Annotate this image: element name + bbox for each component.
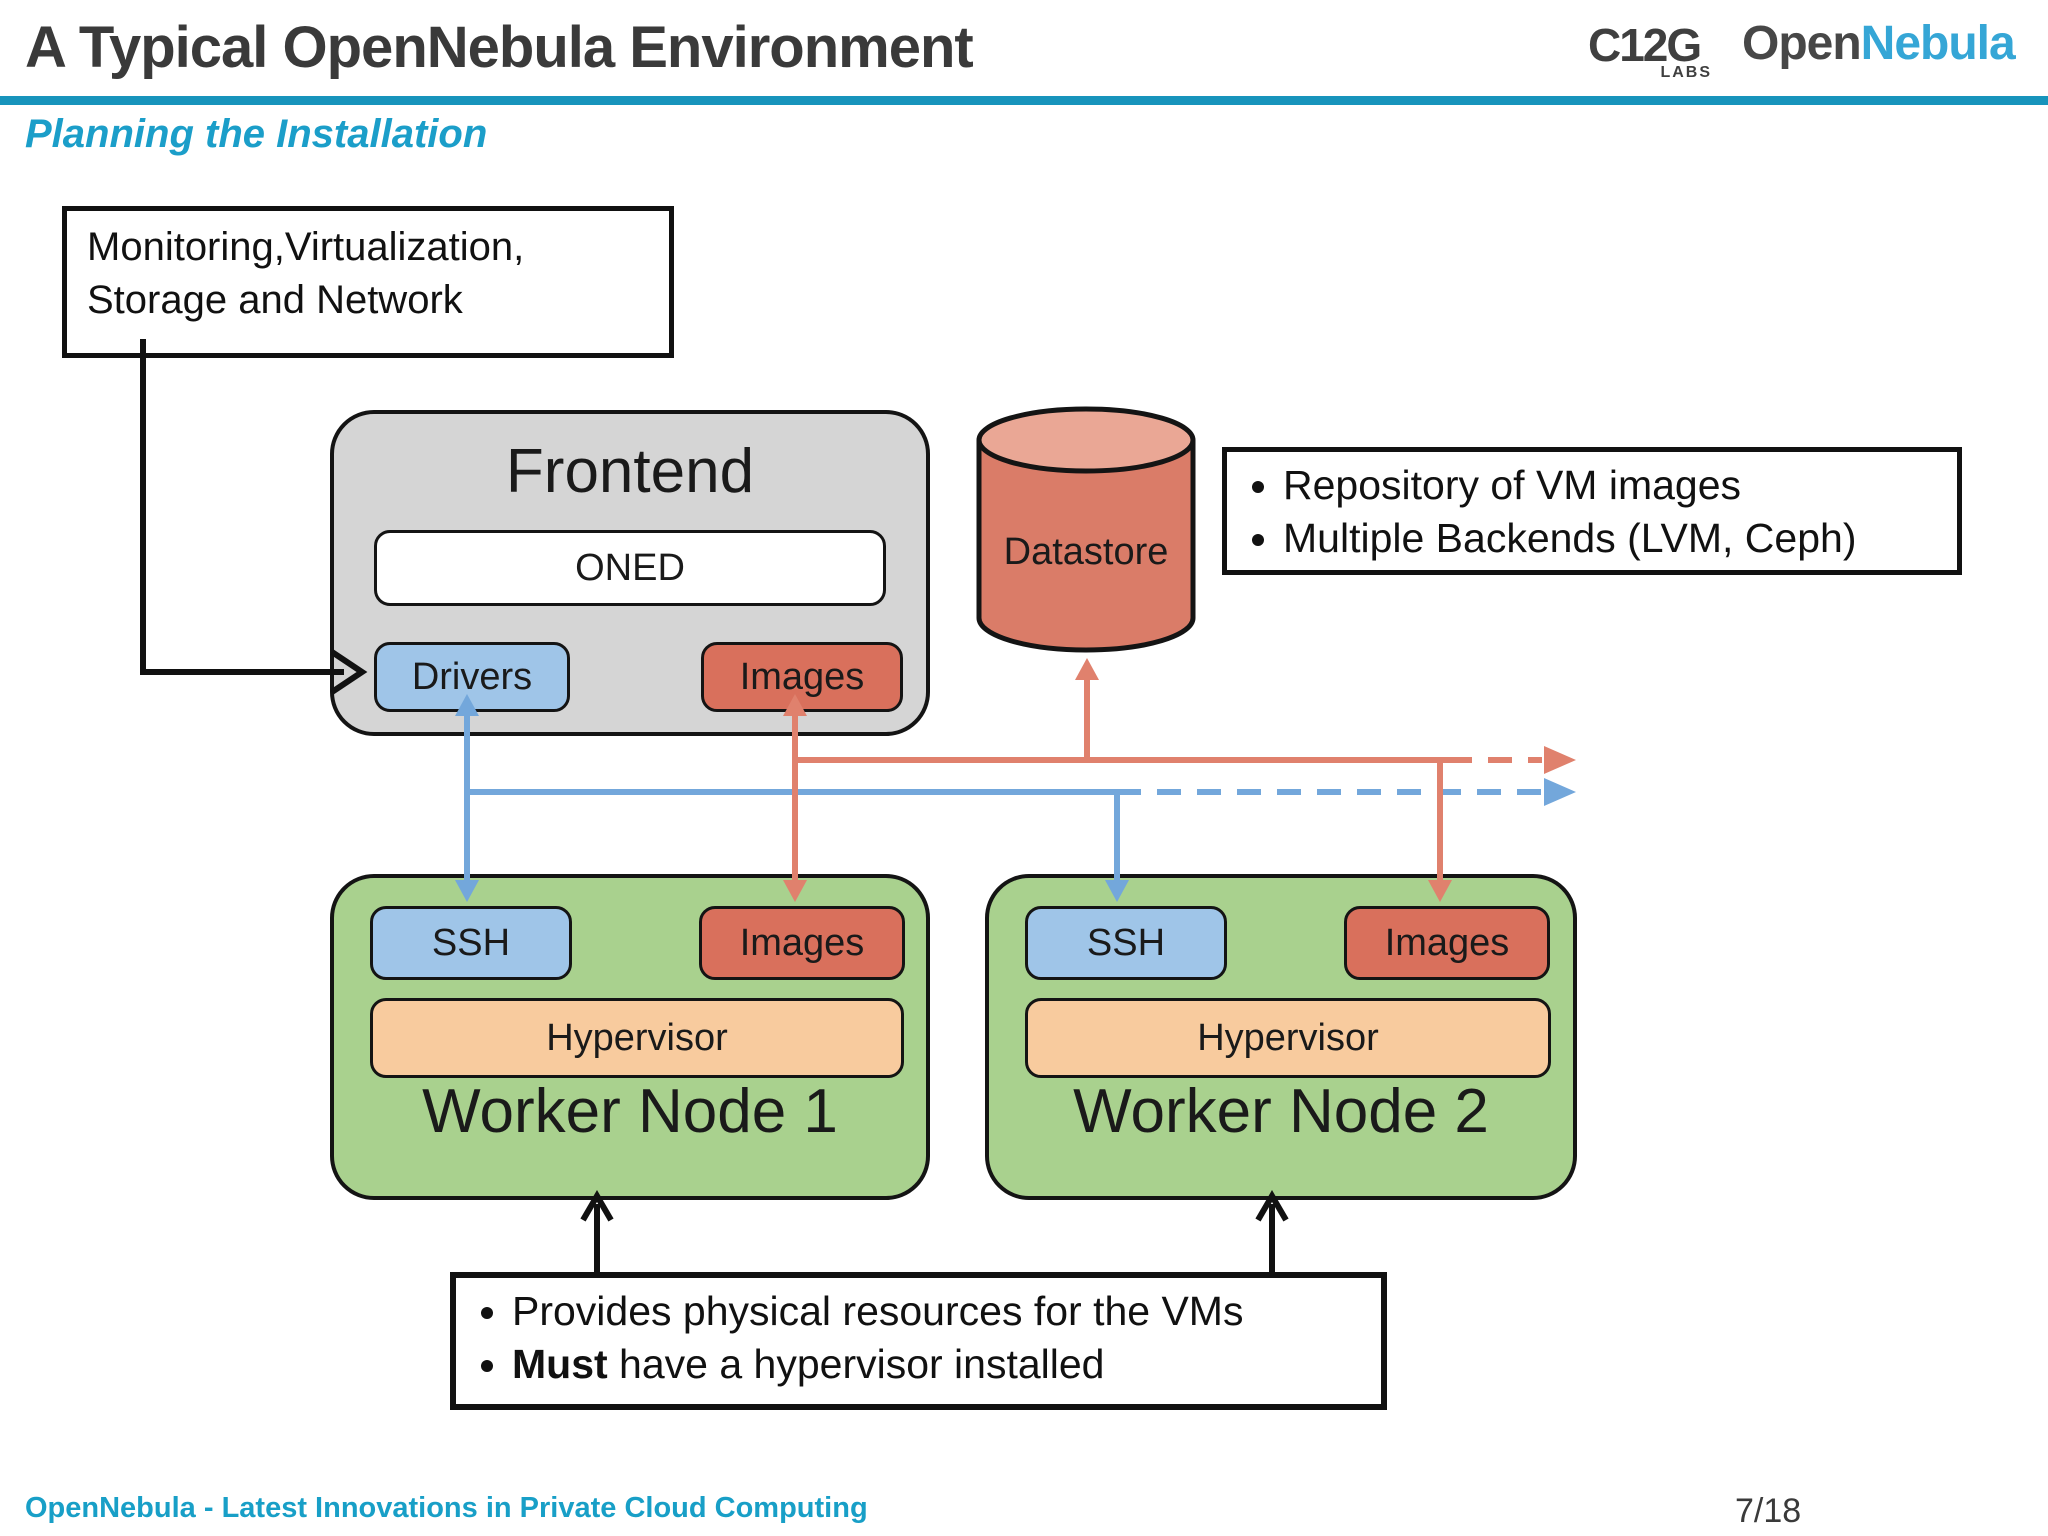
page-number: 7/18 — [1735, 1492, 1802, 1530]
worker1-title: Worker Node 1 — [422, 1077, 838, 1146]
blue-arrowhead-right-dashed — [1544, 778, 1576, 806]
oned-box: ONED — [374, 530, 886, 606]
monitoring-note-line2: Storage and Network — [87, 278, 463, 323]
worker1-ssh-box: SSH — [370, 906, 572, 980]
datastore-label: Datastore — [1004, 531, 1169, 573]
worker2-images-box: Images — [1344, 906, 1550, 980]
opennebula-logo-open: Open — [1742, 17, 1862, 70]
datastore-note-box: Repository of VM images Multiple Backend… — [1222, 447, 1962, 575]
c12g-labs-label: LABS — [1660, 64, 1712, 81]
slide-subtitle: Planning the Installation — [25, 112, 488, 156]
datastore-cylinder-body — [976, 440, 1196, 653]
worker1-images-box: Images — [699, 906, 905, 980]
workers-note-bullet2: Must have a hypervisor installed — [512, 1341, 1381, 1388]
workers-note-bullet1: Provides physical resources for the VMs — [512, 1288, 1381, 1335]
opennebula-logo-nebula: Nebula — [1860, 17, 2016, 70]
red-arrowhead-up-datastore — [1075, 658, 1099, 680]
monitoring-note-box: Monitoring,Virtualization, Storage and N… — [62, 206, 674, 358]
footer-text: OpenNebula - Latest Innovations in Priva… — [25, 1492, 868, 1524]
datastore-cylinder-top — [976, 406, 1196, 474]
workers-note-box: Provides physical resources for the VMs … — [450, 1272, 1387, 1410]
page-title: A Typical OpenNebula Environment — [25, 15, 974, 80]
workers-note-bullet2-bold: Must — [512, 1341, 608, 1387]
drivers-box: Drivers — [374, 642, 570, 712]
datastore-note-bullet2: Multiple Backends (LVM, Ceph) — [1283, 515, 1957, 562]
frontend-node: Frontend ONED Drivers Images — [330, 410, 930, 736]
frontend-title: Frontend — [505, 437, 755, 506]
red-arrowhead-right-dashed — [1544, 746, 1576, 774]
worker2-hypervisor-bar: Hypervisor — [1025, 998, 1551, 1078]
monitoring-note-line1: Monitoring,Virtualization, — [87, 225, 525, 269]
worker2-ssh-box: SSH — [1025, 906, 1227, 980]
header-divider — [0, 96, 2048, 105]
worker1-hypervisor-bar: Hypervisor — [370, 998, 904, 1078]
worker-node-2: SSH Images Hypervisor Worker Node 2 — [985, 874, 1577, 1200]
monitoring-connector-line — [140, 339, 344, 675]
datastore-cylinder: Datastore — [976, 406, 1196, 653]
worker2-title: Worker Node 2 — [1073, 1077, 1489, 1146]
c12g-logo: C12G — [1588, 19, 1702, 71]
workers-note-bullet2-rest: have a hypervisor installed — [607, 1341, 1105, 1387]
frontend-images-box: Images — [701, 642, 903, 712]
opennebula-logo: OpenNebula — [1742, 16, 2016, 71]
worker-node-1: SSH Images Hypervisor Worker Node 1 — [330, 874, 930, 1200]
datastore-note-bullet1: Repository of VM images — [1283, 462, 1957, 509]
